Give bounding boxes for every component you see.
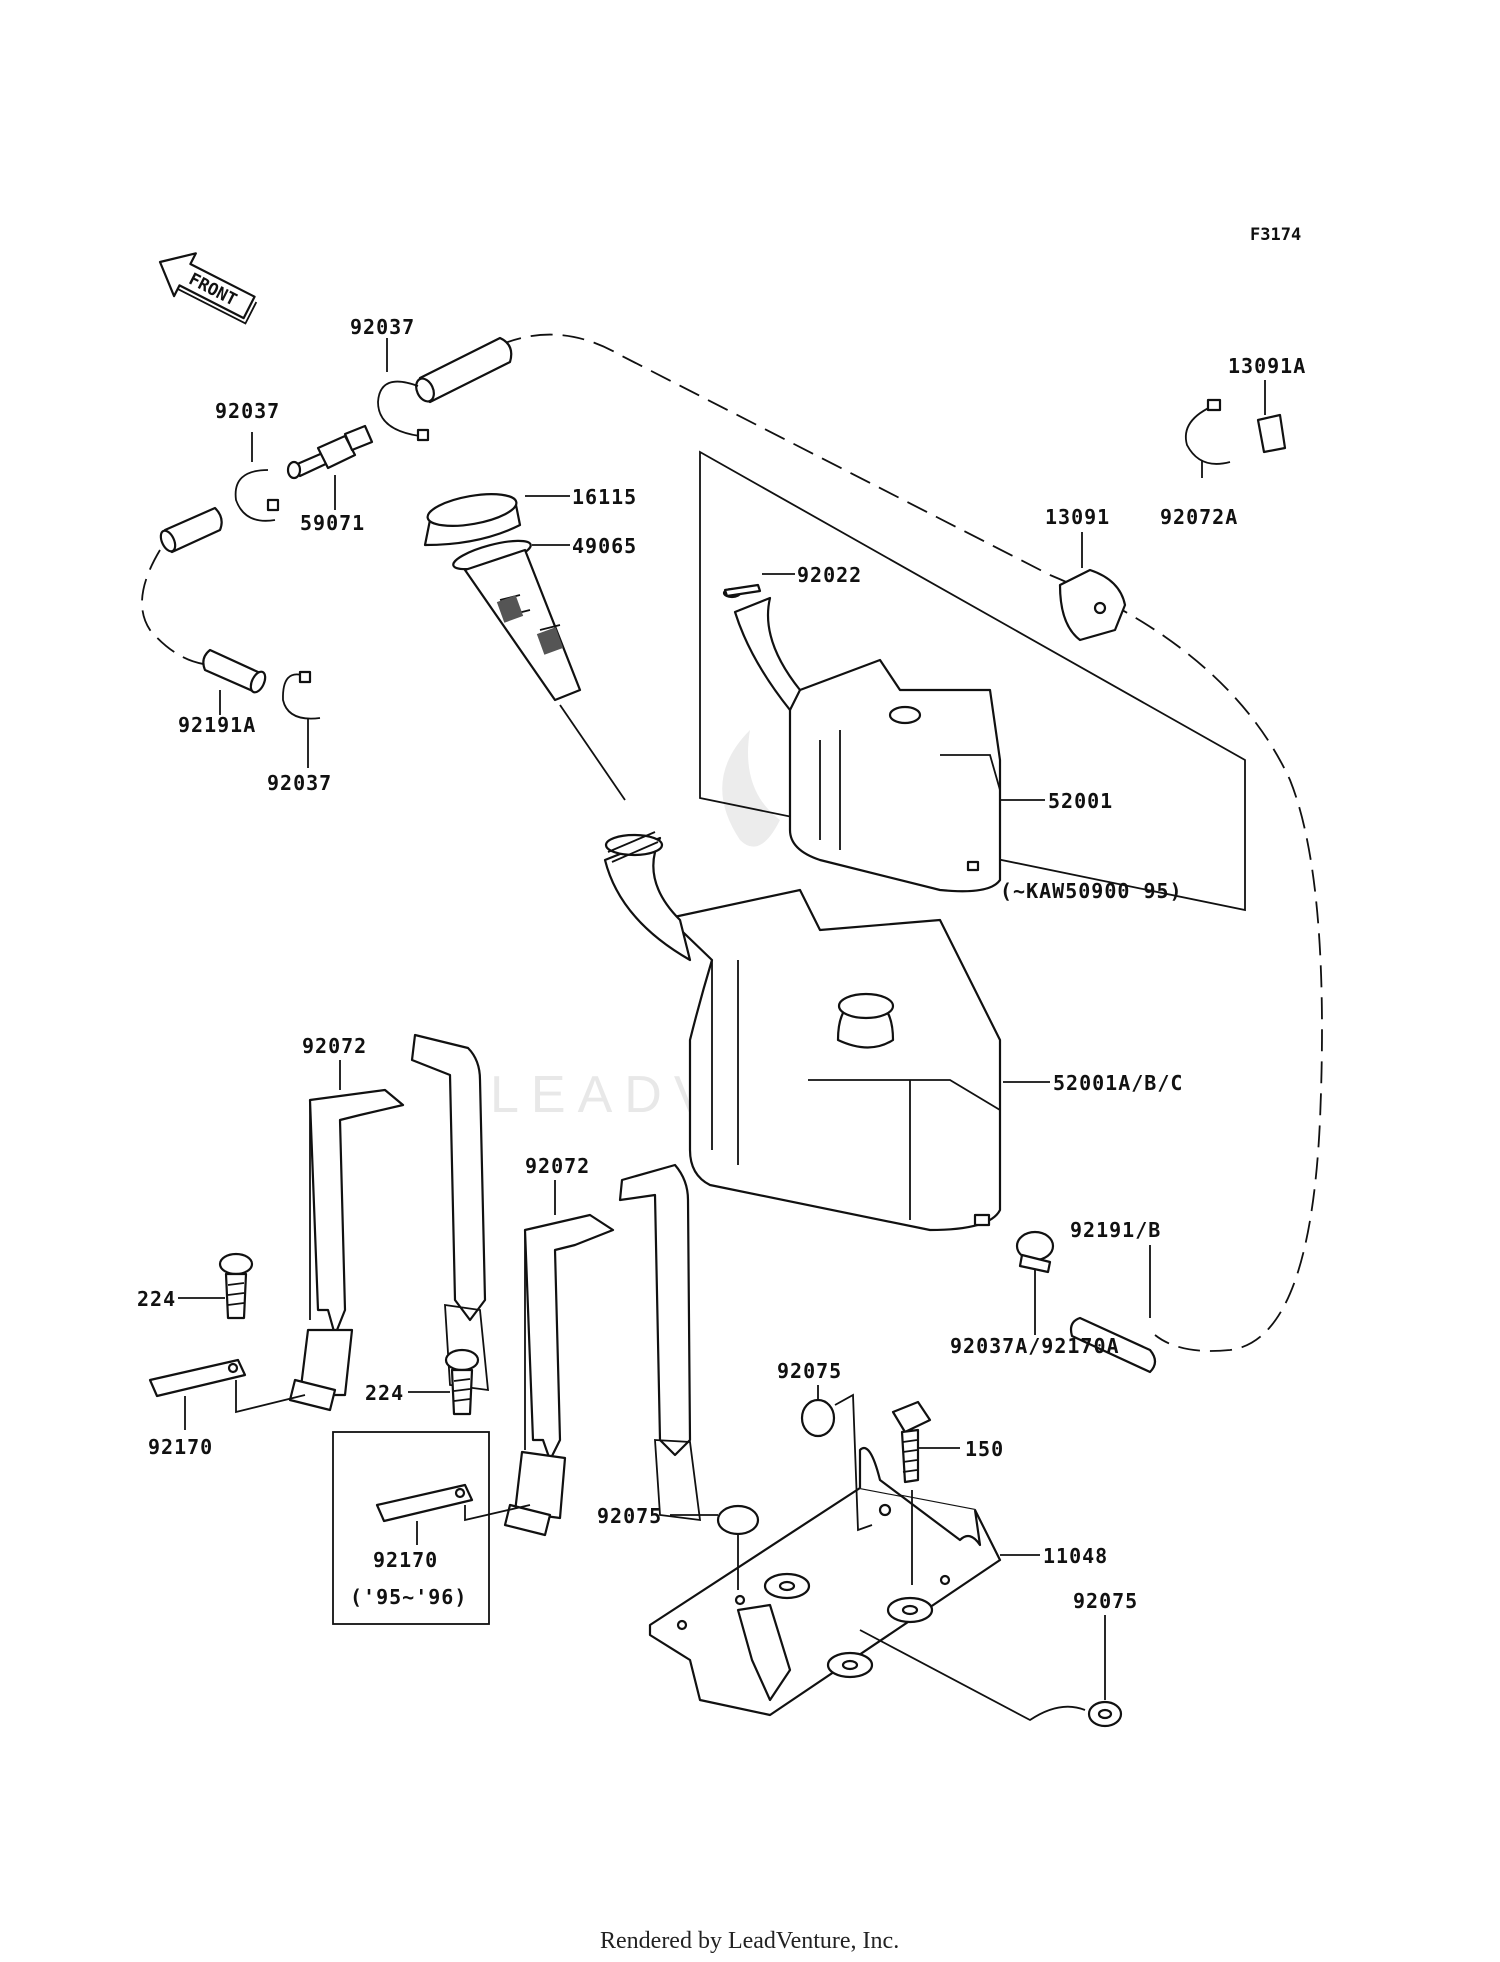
grommet-92075-middle [716, 1504, 760, 1536]
label-92037A-92170A: 92037A/92170A [950, 1334, 1120, 1358]
figure-id: F3174 [1250, 225, 1301, 245]
label-kaw-note: (~KAW50900 95) [1000, 879, 1183, 903]
plate-leader-right [464, 1504, 531, 1522]
label-150: 150 [965, 1437, 1004, 1461]
label-92037-top: 92037 [350, 315, 415, 339]
label-92075-top: 92075 [777, 1359, 842, 1383]
strap-92072-left [288, 1088, 405, 1412]
fitting-59071 [286, 424, 374, 480]
bracket-11048 [648, 1447, 1002, 1717]
clamp-92037-upper [377, 380, 430, 442]
grommet-92075-right [1087, 1700, 1123, 1728]
label-13091: 13091 [1045, 505, 1110, 529]
label-59071: 59071 [300, 511, 365, 535]
plate-92170-right [375, 1483, 474, 1523]
hose-route-line [499, 333, 1323, 1352]
label-16115: 16115 [572, 485, 637, 509]
label-92075-middle: 92075 [597, 1504, 662, 1528]
hose-route-line-left [141, 549, 216, 666]
bolt-224-right [444, 1348, 480, 1416]
label-92170-right: 92170 [373, 1548, 438, 1572]
clamp-92037-lower [282, 670, 321, 720]
hose-upper [415, 336, 513, 404]
label-224-right: 224 [365, 1381, 404, 1405]
grommet-92075-top [800, 1398, 836, 1438]
plate-leader-left [235, 1380, 306, 1414]
label-92072-right: 92072 [525, 1154, 590, 1178]
strap-92072-back-left [410, 1033, 490, 1392]
clip-13091A [1256, 413, 1287, 454]
label-92191B: 92191/B [1070, 1218, 1161, 1242]
filler-neck-strainer [463, 548, 582, 702]
label-92072-left: 92072 [302, 1034, 367, 1058]
label-52001ABC: 52001A/B/C [1053, 1071, 1183, 1095]
hose-short-left [159, 506, 223, 554]
bolt-150 [891, 1400, 932, 1484]
rubber-mount-13091 [1058, 568, 1127, 642]
bolt-224-left [218, 1252, 254, 1320]
label-49065: 49065 [572, 534, 637, 558]
strap-92072-back-right [618, 1163, 702, 1522]
year-box [332, 1431, 490, 1625]
hose-92191A [202, 648, 267, 694]
plate-92170-left [148, 1358, 247, 1398]
strap-92022 [723, 583, 762, 598]
filler-cap-16115 [423, 493, 522, 547]
label-92170-left: 92170 [148, 1435, 213, 1459]
label-92075-right: 92075 [1073, 1589, 1138, 1613]
label-92037-middle: 92037 [215, 399, 280, 423]
clamp-92037-middle [234, 469, 280, 522]
watermark-flame-icon [722, 730, 780, 847]
clamp-92072A [1185, 398, 1231, 465]
grommet-leaders [737, 1393, 1086, 1722]
filler-leader [559, 704, 626, 801]
label-13091A: 13091A [1228, 354, 1306, 378]
strap-92072-right [503, 1213, 615, 1537]
label-224-left: 224 [137, 1287, 176, 1311]
main-tank-52001ABC [603, 831, 1002, 1232]
hose-92191B [1069, 1316, 1157, 1374]
label-11048: 11048 [1043, 1544, 1108, 1568]
label-year-note: ('95~'96) [350, 1585, 467, 1609]
label-92191A: 92191A [178, 713, 256, 737]
label-52001: 52001 [1048, 789, 1113, 813]
label-92022: 92022 [797, 563, 862, 587]
early-tank-52001 [722, 587, 1002, 893]
footer-credit: Rendered by LeadVenture, Inc. [600, 1928, 899, 1954]
label-92072A: 92072A [1160, 505, 1238, 529]
clamp-92037A [1015, 1230, 1055, 1274]
front-arrow-icon: FRONT [158, 252, 258, 325]
leader-lines [178, 338, 1266, 1700]
early-tank-box [699, 450, 1246, 912]
label-92037-lower: 92037 [267, 771, 332, 795]
